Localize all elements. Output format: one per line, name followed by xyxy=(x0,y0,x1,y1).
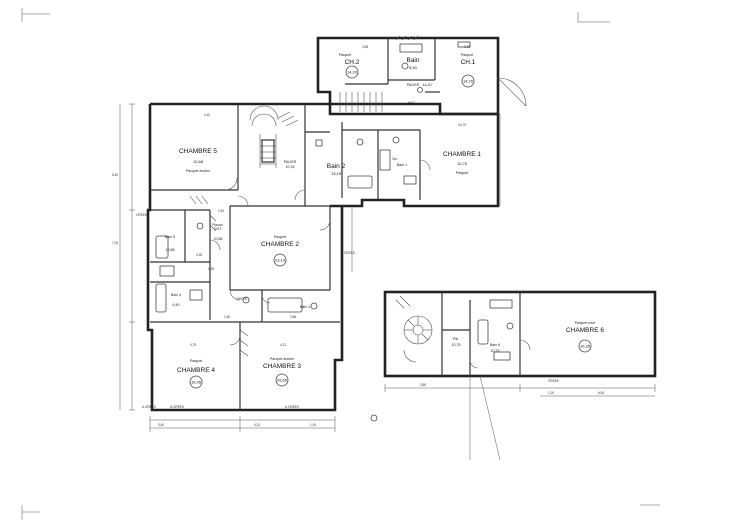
dimension: 2,40 xyxy=(218,209,224,213)
room-label-ch1: CH.1 xyxy=(461,59,476,66)
dimension: 3,45 xyxy=(464,45,470,49)
room-note: Parquet xyxy=(190,359,203,363)
room-note: Parquet ancien xyxy=(186,169,210,173)
room-note: Parquet xyxy=(274,235,287,239)
room-label-dgt: DGT. xyxy=(214,227,222,231)
room-area: 10,88 xyxy=(214,237,223,241)
dimension: 1,00 xyxy=(310,423,316,427)
room-area: 12,68 xyxy=(193,159,204,164)
room-area: 10,88 xyxy=(166,248,175,252)
room-area: 10,75 xyxy=(491,349,500,353)
room-area: 6,40 xyxy=(173,303,180,307)
dimension: 7,00 xyxy=(112,241,118,245)
room-label-ch5: CHAMBRE 5 xyxy=(179,148,217,155)
room-label-bain4: Bain 4 xyxy=(171,293,181,297)
room-label-wc: W.C. xyxy=(408,101,416,105)
room-note: Parquet xyxy=(339,53,352,57)
right-block: 1,20 6,54 3,80 xyxy=(383,290,657,461)
right-block-labels: Pal. 10,75 Bain 6 10,75 Parquet neuf CHA… xyxy=(452,321,605,383)
north-marker-icon xyxy=(370,414,378,422)
dimension: 3,85 xyxy=(362,45,368,49)
label: Okr. xyxy=(392,157,398,161)
room-area: 10,75 xyxy=(457,161,468,166)
room-label-palier: PALIER xyxy=(284,160,297,164)
dimension: 3,80 xyxy=(420,383,426,387)
label: A.GREEK xyxy=(170,405,185,409)
room-area: 16,35 xyxy=(580,344,591,349)
room-label-bain3: Bain 3 xyxy=(300,305,310,309)
room-note: Parquet ancien xyxy=(270,357,294,361)
room-note: Parquet neuf xyxy=(575,321,596,325)
room-label-ch6: CHAMBRE 6 xyxy=(566,327,604,334)
top-block xyxy=(316,35,527,116)
room-label-bain6: Bain 6 xyxy=(490,343,500,347)
dimension: 0,86 xyxy=(290,315,296,319)
room-label-ch2: CH.2 xyxy=(345,59,360,66)
room-label-bain2: Bain 2 xyxy=(327,163,346,170)
room-label-palier: PALIER xyxy=(407,83,420,87)
room-note: Parquet xyxy=(461,53,474,57)
room-area: 14,20 xyxy=(423,83,432,87)
label: CREEK xyxy=(548,379,560,383)
room-label-ch4: CHAMBRE 4 xyxy=(177,367,215,374)
room-area: 16,95 xyxy=(191,380,202,385)
room-label-palier-right: Pal. xyxy=(453,337,459,341)
label: CREEK xyxy=(344,251,356,255)
dimension: 10,75 xyxy=(458,123,466,127)
label: A.GREEK xyxy=(285,405,300,409)
room-area: 25,65 xyxy=(277,378,288,383)
sheet-corner-marks xyxy=(21,8,660,520)
main-block-labels: CHAMBRE 5 12,68 Parquet ancien PALIER 10… xyxy=(136,113,481,409)
room-label-bain: Bain xyxy=(406,57,419,64)
dimension: 1,30 xyxy=(208,267,214,271)
room-area: 23,10 xyxy=(275,258,286,263)
top-block-labels: Parquet CH.2 14,20 Bain 6,40 Parquet CH.… xyxy=(339,45,476,105)
room-area: 13,15 xyxy=(331,171,342,176)
main-block-dimensions: 3,40 4,21 1,00 7,00 6,40 xyxy=(112,103,501,432)
dimension: 6,54 xyxy=(598,391,604,395)
label: CREEK xyxy=(136,213,148,217)
dimension: 3,30 xyxy=(196,253,202,257)
dimension: 3,40 xyxy=(158,423,164,427)
dimension: 4,21 xyxy=(254,423,260,427)
room-area: 14,20 xyxy=(463,79,474,84)
dimension: 1,20 xyxy=(548,391,554,395)
room-area: 10,18 xyxy=(286,165,295,169)
label: Placard xyxy=(212,223,223,227)
room-area: 14,20 xyxy=(347,70,358,75)
room-label-ch3: CHAMBRE 3 xyxy=(263,363,301,370)
room-label-ch1-big: CHAMBRE 1 xyxy=(443,151,481,158)
dimension: 4,21 xyxy=(280,343,286,347)
room-note: Parquet xyxy=(456,171,469,175)
main-block xyxy=(146,102,500,412)
dimension: 1,60 xyxy=(224,315,230,319)
room-label-bain1: Bain 1 xyxy=(397,163,407,167)
label: A.GREEK xyxy=(142,405,157,409)
dimension: 6,40 xyxy=(112,173,118,177)
dimension: 4,10 xyxy=(204,113,210,117)
room-label-ch2-big: CHAMBRE 2 xyxy=(261,241,299,248)
room-area: 10,75 xyxy=(452,343,461,347)
label: CREEK xyxy=(236,297,248,301)
dimension: 4,75 xyxy=(190,343,196,347)
room-label-bain5: Bain 5 xyxy=(165,235,175,239)
room-area: 6,40 xyxy=(409,65,418,70)
